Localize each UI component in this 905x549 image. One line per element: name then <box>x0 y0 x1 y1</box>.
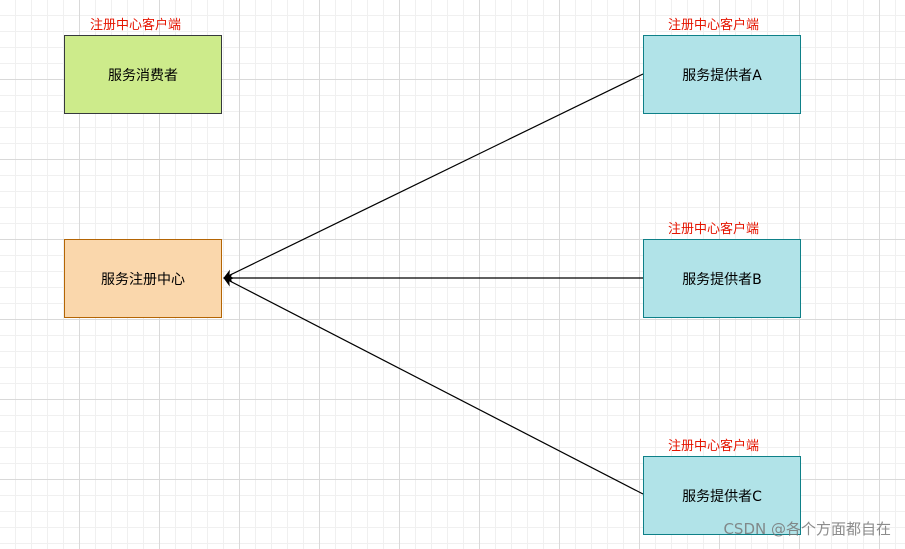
node-service-consumer[interactable]: 服务消费者 <box>64 35 222 114</box>
node-service-provider-b-label: 服务提供者B <box>682 271 762 288</box>
client-label-provider-b: 注册中心客户端 <box>668 222 760 237</box>
node-service-provider-b[interactable]: 服务提供者B <box>643 239 801 318</box>
edge-provider-c-to-registry <box>223 277 644 495</box>
node-service-registry[interactable]: 服务注册中心 <box>64 239 222 318</box>
edge-provider-a-to-registry <box>223 73 644 279</box>
client-label-consumer: 注册中心客户端 <box>90 18 182 33</box>
node-service-consumer-label: 服务消费者 <box>108 67 178 84</box>
watermark: CSDN @各个方面都自在 <box>723 520 891 538</box>
client-label-provider-c: 注册中心客户端 <box>668 439 760 454</box>
node-service-provider-a-label: 服务提供者A <box>682 67 762 84</box>
node-service-registry-label: 服务注册中心 <box>101 271 185 288</box>
node-service-provider-c[interactable]: 服务提供者C <box>643 456 801 535</box>
client-label-provider-a: 注册中心客户端 <box>668 18 760 33</box>
node-service-provider-a[interactable]: 服务提供者A <box>643 35 801 114</box>
node-service-provider-c-label: 服务提供者C <box>682 488 762 505</box>
